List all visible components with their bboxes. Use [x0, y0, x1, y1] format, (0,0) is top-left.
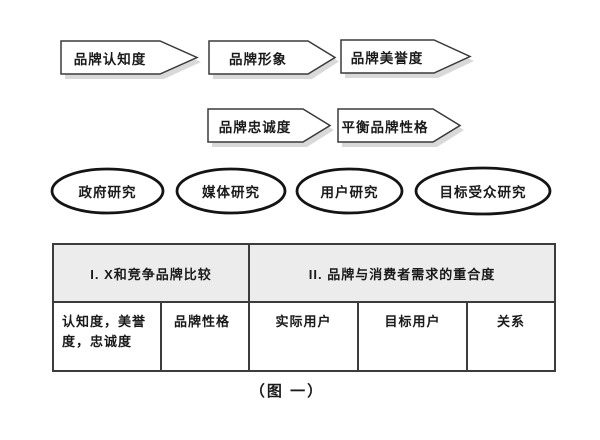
ellipse-shape [414, 166, 552, 216]
flow-step-balanced-brand-personality: 平衡品牌性格 [337, 108, 465, 149]
ellipse-shape [295, 167, 404, 215]
ellipse-outline [414, 166, 552, 216]
flow-step-brand-awareness: 品牌认知度 [60, 40, 202, 81]
flow-step-brand-loyalty: 品牌忠诚度 [207, 108, 335, 149]
comparison-table: I. X和竞争品牌比较 II. 品牌与消费者需求的重合度 认知度，美誉度，忠诚度… [52, 243, 556, 372]
table-cell-brand-personality: 品牌性格 [162, 303, 250, 370]
research-label: 目标受众研究 [439, 185, 527, 200]
pentagon-outline [208, 40, 337, 75]
flow-step-label: 品牌形象 [229, 52, 287, 67]
pentagon-outline [60, 40, 199, 75]
pentagon-arrow-shape [60, 40, 201, 79]
ellipse-outline [295, 167, 404, 215]
flow-step-brand-reputation: 品牌美誉度 [340, 39, 475, 80]
flow-step-label: 品牌忠诚度 [218, 120, 292, 135]
pentagon-arrow-shape [337, 108, 464, 147]
research-label: 媒体研究 [202, 185, 260, 200]
research-ellipse-media: 媒体研究 [175, 167, 287, 215]
pentagon-arrow-shape [208, 40, 339, 79]
ellipse-outline [50, 167, 165, 215]
research-ellipse-government: 政府研究 [50, 167, 165, 215]
table-cell-relationship: 关系 [468, 303, 554, 370]
research-ellipse-target-audience: 目标受众研究 [414, 166, 552, 216]
table-header-cell-overlap: II. 品牌与消费者需求的重合度 [250, 245, 554, 303]
research-label: 政府研究 [78, 185, 137, 200]
ellipse-outline [175, 167, 287, 215]
pentagon-arrow-shape [340, 39, 474, 78]
pentagon-outline [337, 108, 462, 143]
research-label: 用户研究 [320, 185, 379, 200]
pentagon-outline [340, 39, 472, 74]
figure-caption: （图 一） [249, 383, 325, 400]
flow-step-label: 品牌认知度 [73, 52, 147, 67]
flow-step-label: 平衡品牌性格 [341, 120, 429, 135]
table-header-cell-comparison: I. X和竞争品牌比较 [54, 245, 250, 303]
pentagon-arrow-shape [207, 108, 334, 147]
flow-step-brand-image: 品牌形象 [208, 40, 340, 81]
table-cell-actual-users: 实际用户 [250, 303, 359, 370]
table-cell-target-users: 目标用户 [359, 303, 468, 370]
ellipse-shape [175, 167, 287, 215]
table-cell-awareness-reputation-loyalty: 认知度，美誉度，忠诚度 [54, 303, 162, 370]
pentagon-outline [207, 108, 332, 143]
research-ellipse-user: 用户研究 [295, 167, 404, 215]
flow-step-label: 品牌美誉度 [350, 51, 424, 66]
ellipse-shape [50, 167, 165, 215]
